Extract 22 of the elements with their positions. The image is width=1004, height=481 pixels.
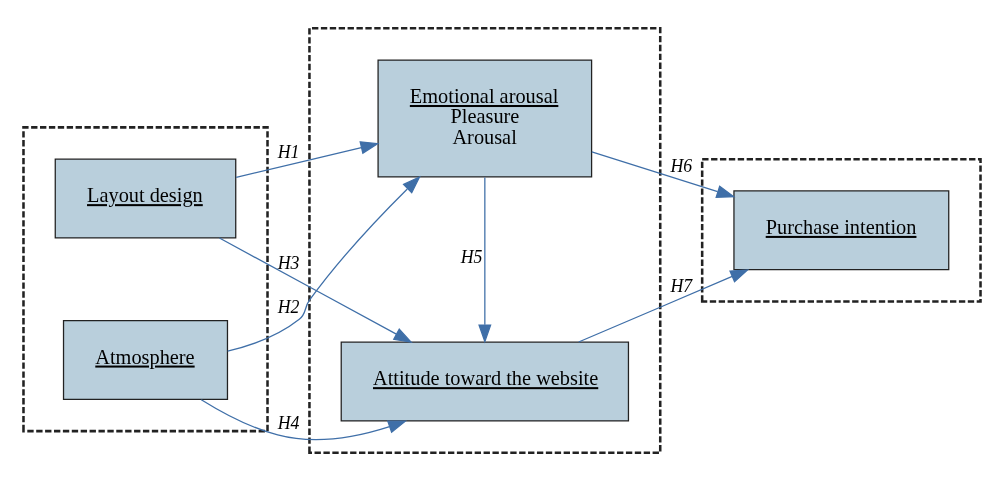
node-box: Atmosphere [62, 319, 229, 400]
edge-label: H6 [670, 156, 693, 177]
cluster [22, 126, 269, 433]
node-box: Purchase intention [733, 190, 950, 271]
edge-label: H7 [670, 275, 693, 296]
arrow [227, 175, 421, 352]
cluster [700, 157, 982, 303]
edge-label: H2 [277, 297, 300, 318]
edge-label: H3 [277, 252, 300, 273]
cluster [308, 27, 662, 454]
arrow [578, 269, 750, 343]
edge-label: H5 [460, 247, 483, 267]
node-box: Layout design [54, 158, 237, 239]
node-box: Attitude toward the website [340, 341, 630, 422]
arrow [478, 176, 492, 344]
arrow [591, 151, 736, 198]
arrow [235, 141, 380, 178]
arrow [218, 237, 413, 344]
edge-label: H1 [277, 142, 300, 163]
node-box: Emotional arousal Pleasure Arousal [377, 59, 593, 178]
edge-label: H4 [277, 412, 300, 433]
arrow [200, 399, 408, 441]
